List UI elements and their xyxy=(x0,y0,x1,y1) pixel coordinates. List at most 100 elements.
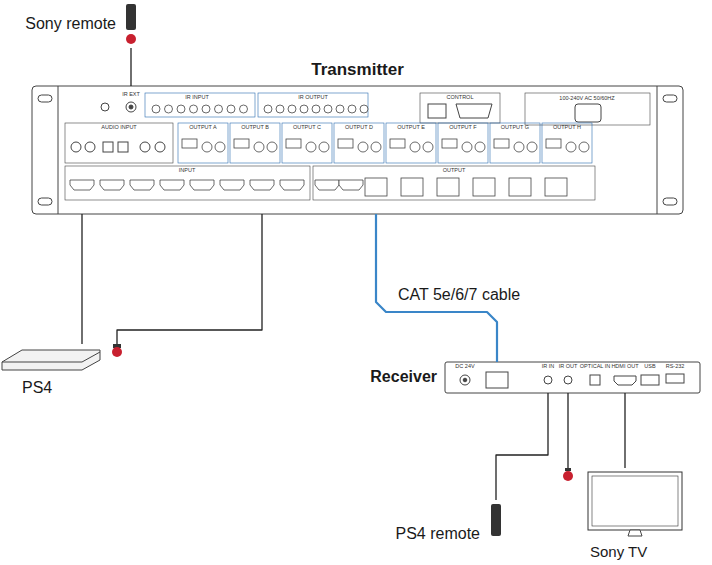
ir-input-jack xyxy=(215,105,223,113)
terminal-block xyxy=(442,139,457,148)
port-label: OUTPUT F xyxy=(449,125,476,131)
rca-jack xyxy=(462,142,472,152)
coax-jack xyxy=(475,142,485,152)
hdbaset-port xyxy=(509,178,531,196)
ir-output-group xyxy=(258,93,368,117)
output-zone-group xyxy=(386,123,436,163)
remote-control xyxy=(126,4,136,30)
device-node: PS4 remote xyxy=(486,500,506,545)
rca-jack xyxy=(358,142,368,152)
coax-jack xyxy=(140,142,150,152)
hdbaset-port xyxy=(437,178,459,196)
ir-output-jack xyxy=(276,105,284,113)
hdmi-port xyxy=(190,180,214,190)
hdmi-input-group xyxy=(65,166,310,200)
usb-port xyxy=(641,375,659,385)
ir-output-jack xyxy=(312,105,320,113)
rack-ear-edge xyxy=(657,86,658,214)
port-label: OUTPUT E xyxy=(397,125,425,131)
ir-receiver-eye xyxy=(126,34,136,44)
ps4-console xyxy=(2,350,100,370)
cable-connector xyxy=(81,214,82,344)
ps4-edge xyxy=(2,362,82,363)
ir-emitter xyxy=(112,347,122,357)
optical-port xyxy=(118,142,128,152)
port-label: OUTPUT C xyxy=(293,125,321,131)
device-node: Sony remote xyxy=(122,4,140,48)
ir-output-jack xyxy=(264,105,272,113)
terminal-block xyxy=(182,139,197,148)
rca-jack xyxy=(254,142,264,152)
coax-jack xyxy=(371,142,381,152)
ir-output-jack xyxy=(300,105,308,113)
output-zone-group xyxy=(178,123,228,163)
rack-ear-hole xyxy=(38,198,52,205)
hdbaset-port xyxy=(486,372,508,388)
coax-jack xyxy=(423,142,433,152)
ir-emitter-head xyxy=(565,468,571,471)
output-zone-group xyxy=(438,123,488,163)
terminal-block xyxy=(390,139,405,148)
device-node: Transmitter xyxy=(32,86,683,214)
rs232-port xyxy=(456,104,492,118)
cable-connector xyxy=(130,48,131,86)
hdmi-port xyxy=(280,180,304,190)
output-zone-group xyxy=(334,123,384,163)
port-label: OUTPUT G xyxy=(501,125,529,131)
terminal-block xyxy=(546,139,561,148)
ir-ext-jack-core xyxy=(129,105,133,109)
hdmi-port xyxy=(315,180,339,190)
port-label: OUTPUT xyxy=(443,168,466,174)
output-zone-group xyxy=(542,123,592,163)
rca-jack xyxy=(85,142,95,152)
coax-jack xyxy=(215,142,225,152)
port-label: HDMI OUT xyxy=(611,364,638,370)
port-label: OUTPUT H xyxy=(553,125,581,131)
hdbaset-port xyxy=(545,178,567,196)
cable-label: CAT 5e/6/7 cable xyxy=(396,286,522,304)
hdmi-port xyxy=(220,180,244,190)
terminal-block xyxy=(494,139,509,148)
port-label: IR INPUT xyxy=(185,95,209,101)
output-zone-group xyxy=(230,123,280,163)
ir-input-jack xyxy=(202,105,210,113)
port-label: IR IN xyxy=(542,364,555,370)
output-zone-group xyxy=(282,123,332,163)
rs232-terminal xyxy=(666,374,684,383)
device-label: Sony remote xyxy=(25,15,116,33)
coax-jack xyxy=(267,142,277,152)
output-zone-group xyxy=(490,123,540,163)
remote-control xyxy=(491,504,501,536)
device-label: PS4 remote xyxy=(396,525,480,543)
cable-connector xyxy=(496,393,548,500)
cable-connector xyxy=(624,393,625,468)
rack-ear-hole xyxy=(38,95,52,102)
port-label: RS-232 xyxy=(666,364,685,370)
hdmi-port xyxy=(339,180,363,190)
power-inlet xyxy=(575,104,601,122)
ir-ext-jack xyxy=(126,102,136,112)
port-label: OPTICAL IN xyxy=(580,364,610,370)
dc-jack-core xyxy=(463,378,467,382)
port-label: IR OUT xyxy=(559,364,578,370)
ir-input-jack xyxy=(190,105,198,113)
device-node: PS4 xyxy=(0,344,128,372)
tv-screen xyxy=(592,476,678,526)
port-label: USB xyxy=(644,364,655,370)
ir-input-jack xyxy=(240,105,248,113)
rack-chassis xyxy=(32,86,683,214)
ir-output-jack xyxy=(336,105,344,113)
rack-ear-edge xyxy=(58,86,59,214)
power-group xyxy=(525,93,650,125)
dc-jack xyxy=(460,375,470,385)
rack-ear-hole xyxy=(663,95,677,102)
hdmi-port xyxy=(70,180,94,190)
tv-frame xyxy=(588,472,682,530)
optical-port xyxy=(103,142,113,152)
port-label: CONTROL xyxy=(447,95,474,101)
hdbaset-port xyxy=(401,178,423,196)
rca-jack xyxy=(514,142,524,152)
terminal-block xyxy=(234,139,249,148)
